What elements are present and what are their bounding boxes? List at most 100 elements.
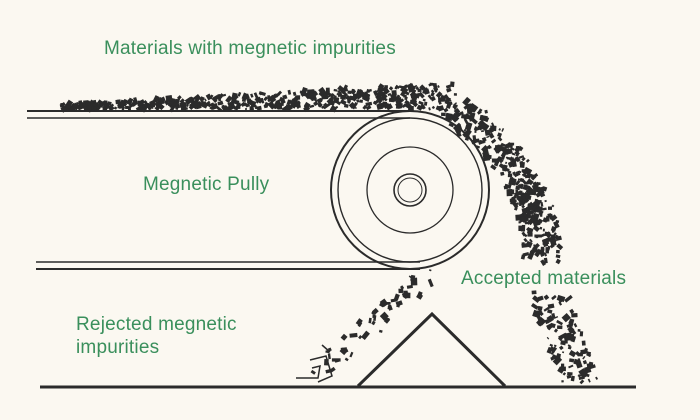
- material-particle: [553, 344, 557, 348]
- material-particle: [412, 89, 415, 93]
- material-particle: [341, 94, 346, 99]
- material-particle: [344, 357, 349, 362]
- material-particle: [267, 94, 277, 104]
- material-particle: [199, 100, 209, 109]
- material-particle: [336, 100, 342, 106]
- material-particle: [126, 99, 133, 106]
- material-particle: [477, 121, 482, 126]
- material-particle: [526, 178, 534, 186]
- material-particle: [213, 94, 220, 101]
- material-particle: [199, 96, 205, 101]
- material-particle: [333, 88, 338, 92]
- pulley-label: Megnetic Pully: [143, 174, 270, 195]
- material-particle: [423, 101, 428, 106]
- material-particle: [477, 122, 487, 131]
- magnetic-pulley: [330, 110, 490, 270]
- material-particle: [428, 269, 432, 272]
- material-particle: [256, 105, 262, 111]
- material-particle: [384, 102, 390, 108]
- material-particle: [373, 315, 377, 321]
- material-particle: [241, 98, 246, 102]
- material-particle: [538, 210, 544, 216]
- material-particle: [160, 100, 165, 105]
- material-particle: [474, 129, 477, 133]
- material-particle: [431, 105, 436, 110]
- material-particle: [358, 335, 363, 340]
- material-particle: [547, 309, 553, 314]
- material-particle: [543, 257, 548, 264]
- material-particle: [540, 259, 547, 266]
- material-particle: [547, 325, 551, 330]
- material-particle: [395, 300, 403, 307]
- material-particle: [395, 84, 400, 90]
- material-particle: [422, 98, 426, 102]
- material-particle: [542, 242, 548, 245]
- material-particle: [339, 347, 348, 356]
- material-particle: [253, 92, 259, 100]
- material-particle: [539, 212, 543, 217]
- material-particle: [455, 130, 462, 138]
- material-particle: [371, 311, 375, 315]
- material-particle: [236, 102, 241, 107]
- material-particle: [521, 169, 528, 176]
- material-particle: [462, 131, 469, 138]
- material-particle: [500, 142, 506, 148]
- material-particle: [540, 246, 545, 253]
- material-particle: [558, 301, 563, 306]
- material-particle: [595, 376, 599, 380]
- material-particle: [514, 150, 520, 156]
- material-particle: [571, 313, 578, 318]
- material-particle: [490, 138, 497, 144]
- material-particle: [556, 294, 566, 303]
- material-particle: [478, 139, 486, 145]
- material-particle: [555, 219, 560, 224]
- material-particle: [569, 308, 575, 314]
- material-particle: [377, 103, 381, 108]
- material-particle: [567, 345, 572, 350]
- material-particle: [269, 101, 275, 107]
- material-particle: [484, 109, 488, 114]
- material-particle: [79, 102, 86, 109]
- material-particle: [427, 94, 433, 100]
- material-particle: [225, 106, 230, 111]
- material-particle: [108, 106, 115, 112]
- material-particle: [522, 195, 530, 204]
- material-particle: [440, 94, 445, 99]
- material-particle: [322, 106, 327, 110]
- material-particle: [557, 325, 563, 330]
- material-particle: [445, 103, 452, 109]
- material-particle: [437, 85, 440, 88]
- material-particle: [453, 93, 457, 96]
- material-particle: [390, 298, 398, 303]
- material-particle: [482, 150, 490, 158]
- material-particle: [435, 91, 443, 99]
- material-particle: [577, 358, 581, 362]
- material-particle: [365, 101, 373, 107]
- material-particle: [263, 96, 269, 102]
- material-particle: [430, 89, 435, 94]
- material-particle: [537, 219, 543, 225]
- material-particle: [540, 252, 545, 255]
- material-particle: [339, 99, 347, 106]
- material-particle: [522, 186, 527, 190]
- material-particle: [320, 105, 325, 109]
- material-particle: [448, 122, 454, 128]
- material-particle: [498, 145, 504, 151]
- material-particle: [182, 101, 188, 109]
- material-particle: [463, 129, 467, 131]
- material-particle: [494, 148, 501, 154]
- material-particle: [92, 102, 98, 109]
- material-particle: [384, 85, 388, 89]
- material-particle: [398, 85, 406, 90]
- material-particle: [385, 103, 393, 111]
- material-particle: [325, 87, 330, 96]
- material-particle: [355, 88, 361, 97]
- material-particle: [296, 95, 301, 100]
- material-particle: [359, 99, 363, 103]
- material-particle: [428, 107, 431, 111]
- material-particle: [379, 105, 383, 109]
- material-particle: [274, 93, 281, 97]
- material-particle: [521, 156, 526, 162]
